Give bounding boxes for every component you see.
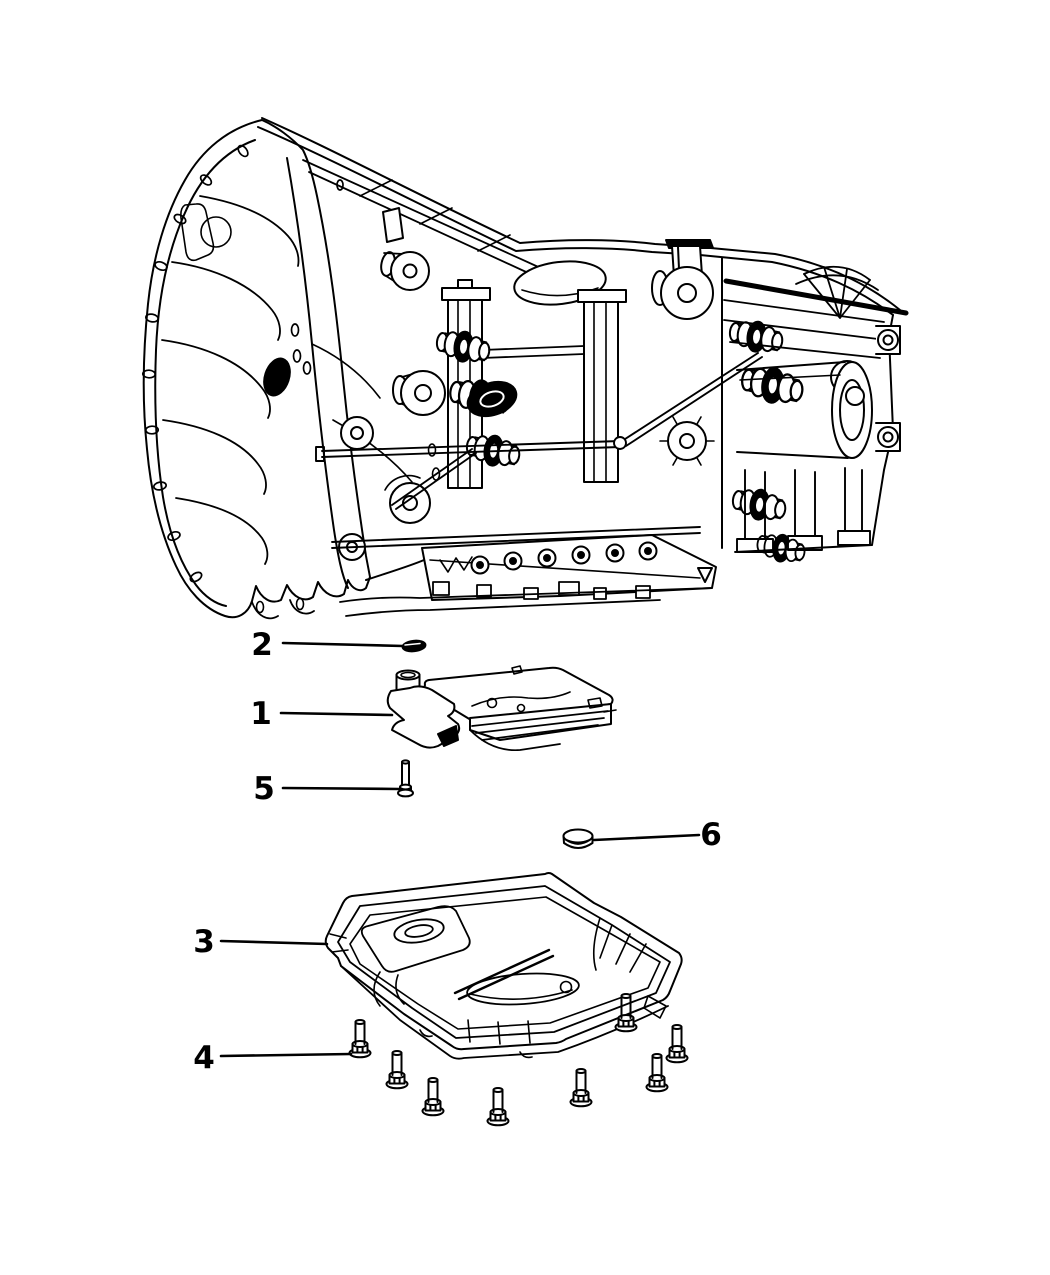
callout-6-leader (592, 833, 701, 842)
pan-bolt (665, 1024, 689, 1064)
callout-5-leader (281, 786, 401, 791)
bell-rim-holes (141, 144, 344, 583)
transmission-bell-housing (141, 119, 371, 620)
filter-seal-drawing (401, 639, 427, 653)
callout-leaders (219, 641, 701, 1058)
transmission-top-rails (257, 117, 909, 319)
magnet-drawing (562, 828, 594, 849)
pan-bolt (486, 1087, 510, 1127)
transmission-oil-filter-drawing (386, 665, 617, 751)
pan-filter-platform (360, 905, 471, 1007)
callout-1-number: 1 (250, 696, 272, 732)
pan-bolt (645, 1053, 669, 1093)
pan-bolt (385, 1050, 409, 1090)
filter-screw-drawing (397, 759, 414, 798)
callout-1-leader (279, 711, 394, 717)
bell-dark-port (263, 357, 291, 397)
rear-fan-bracket (795, 265, 879, 319)
rear-cylinder (736, 361, 873, 459)
band-rollers (470, 541, 658, 575)
callout-6-number: 6 (700, 817, 722, 853)
rear-legs (734, 467, 873, 553)
callout-4-number: 4 (193, 1040, 215, 1076)
callout-4-leader (219, 1052, 353, 1058)
valve-body-band (339, 534, 717, 617)
transmission-case-centre (311, 207, 864, 566)
callout-5-number: 5 (253, 771, 275, 807)
callout-3-number: 3 (193, 924, 215, 960)
transmission-tail-housing (721, 257, 901, 553)
callout-3-leader (219, 939, 329, 946)
drain-triangle (697, 567, 713, 583)
pan-bolt (348, 1019, 372, 1059)
callout-numbers: 2 1 5 6 3 4 (193, 627, 722, 1076)
pan-bolt (569, 1068, 593, 1108)
transmission-assembly-drawing (141, 117, 909, 620)
callout-2-number: 2 (251, 627, 273, 663)
callout-2-leader (281, 641, 405, 648)
pan-bolt (421, 1077, 445, 1117)
